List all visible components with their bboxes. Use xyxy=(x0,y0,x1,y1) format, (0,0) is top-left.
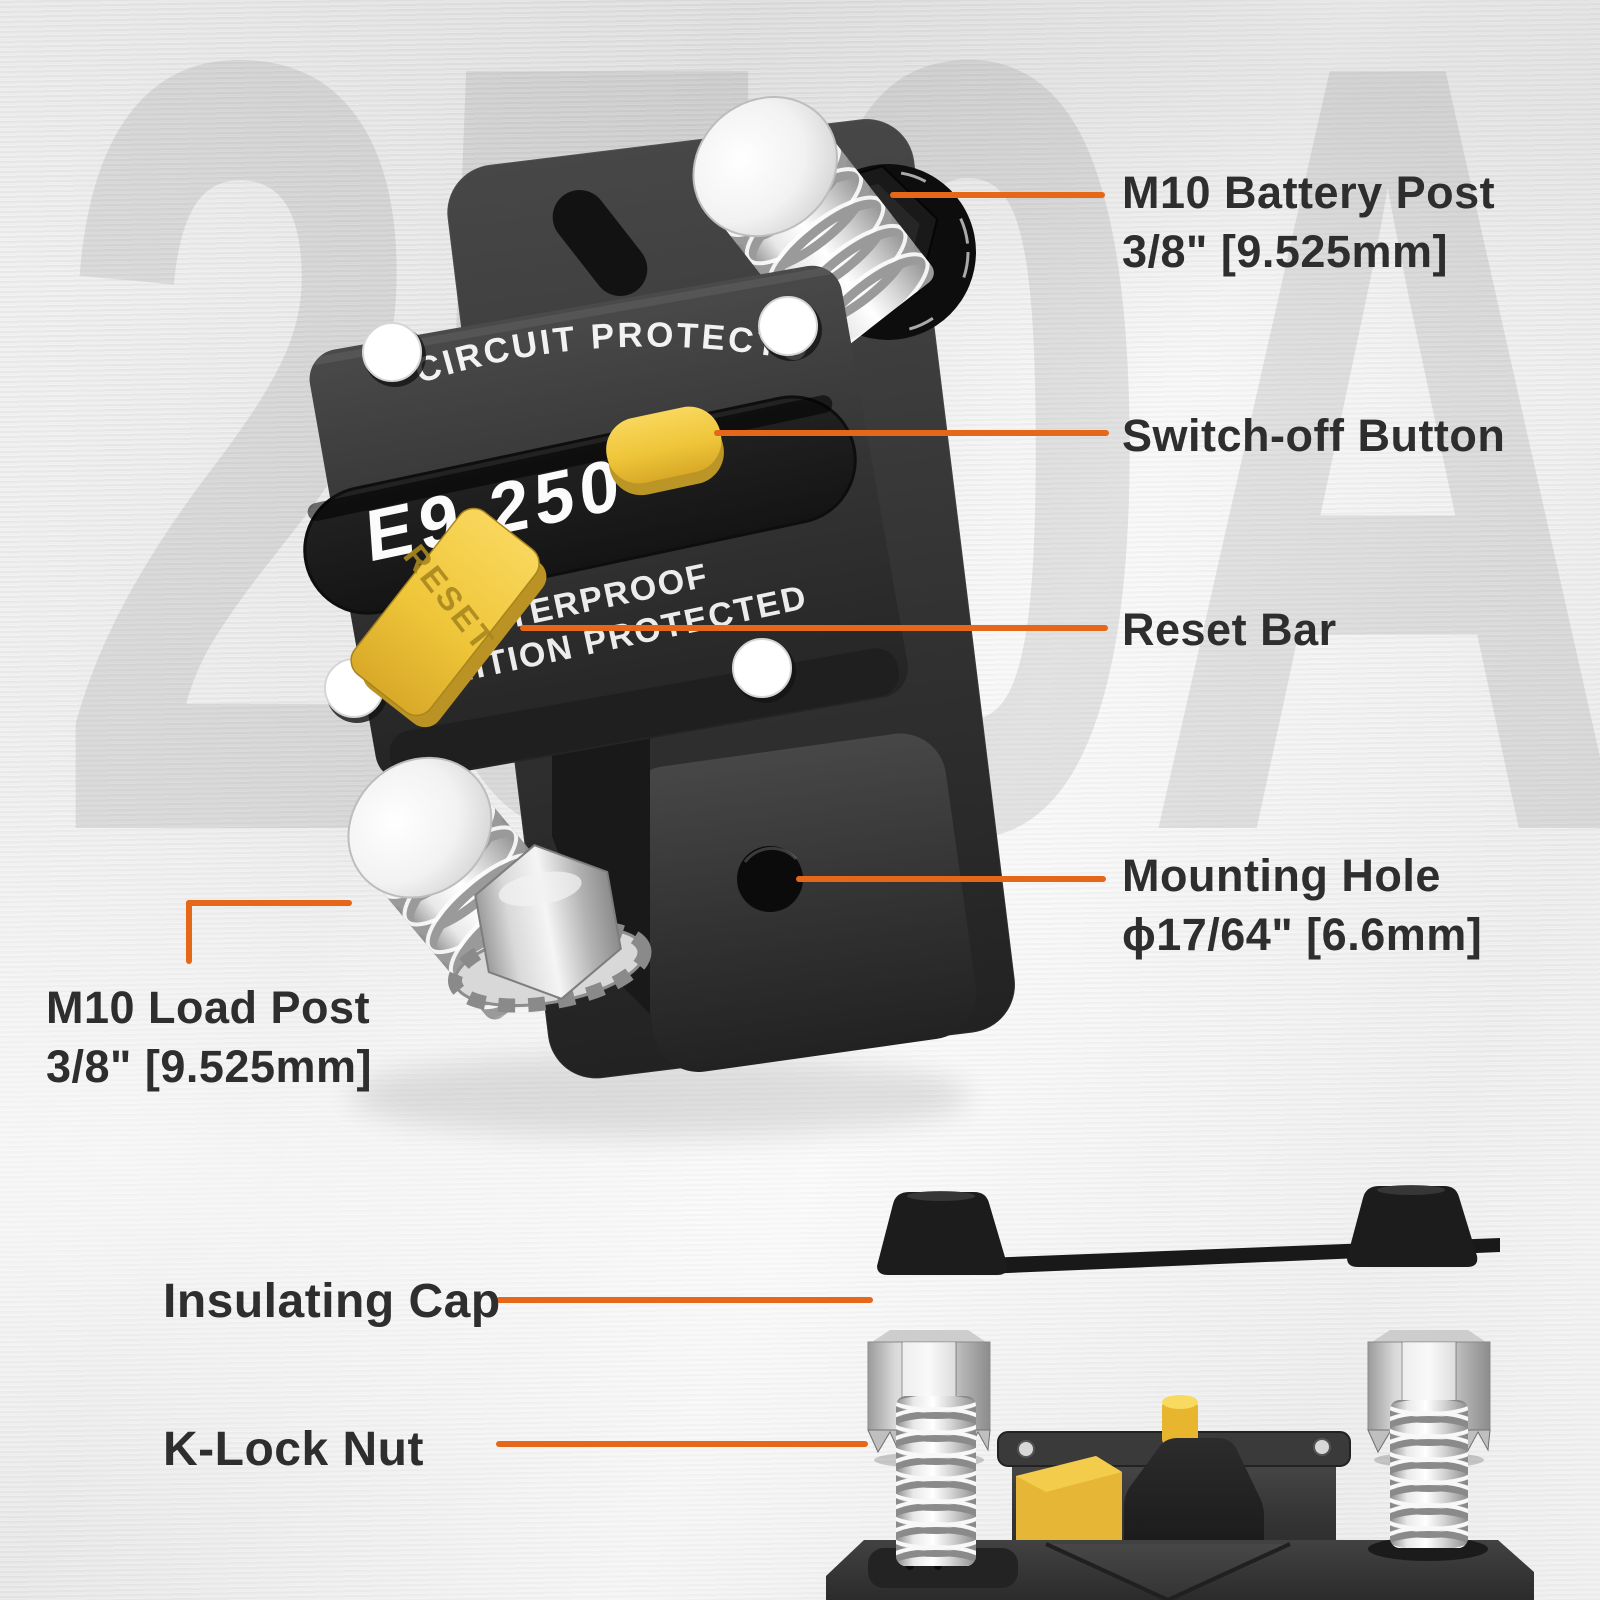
corner-screw-bottom-right xyxy=(732,638,796,703)
k-lock-nut-label: K-Lock Nut xyxy=(163,1420,424,1480)
battery-post-label: M10 Battery Post 3/8" [9.525mm] xyxy=(1122,163,1495,281)
leader-mounting-hole xyxy=(796,876,1106,882)
mounting-hole-highlight xyxy=(743,846,798,863)
insulating-cap-label-line1: Insulating Cap xyxy=(163,1275,501,1328)
insulating-cap-left xyxy=(877,1191,1008,1275)
terminal-stud-left xyxy=(896,1396,976,1566)
load-post-label-line1: M10 Load Post xyxy=(46,982,371,1033)
load-post-lock-nut xyxy=(447,844,652,1013)
load-post-label-line2: 3/8" [9.525mm] xyxy=(46,1041,372,1092)
mounting-hole-label: Mounting Hole ϕ17/64" [6.6mm] xyxy=(1122,846,1482,964)
mounting-hole xyxy=(737,846,803,912)
leader-switch-off xyxy=(714,430,1109,436)
leader-load-post-horizontal xyxy=(186,900,352,906)
reset-bar-label-line1: Reset Bar xyxy=(1122,604,1337,655)
bracket-slot-hole xyxy=(552,189,648,297)
switch-off-label: Switch-off Button xyxy=(1122,406,1505,465)
leader-load-post-vertical xyxy=(186,900,192,964)
lower-bracket xyxy=(622,733,977,1072)
corner-screw-top-left xyxy=(362,322,426,387)
insulating-cap-right xyxy=(1347,1185,1478,1267)
leader-battery-post xyxy=(890,192,1105,198)
body-top-highlight xyxy=(312,266,833,365)
main-shadow xyxy=(350,1054,970,1138)
insulating-cap-label: Insulating Cap xyxy=(163,1272,501,1332)
mounting-hole-label-line2: ϕ17/64" [6.6mm] xyxy=(1122,909,1483,960)
main-breaker-render: CIRCUIT PROTECTOR E9 250 xyxy=(0,0,1016,1138)
corner-screw-top-right xyxy=(758,296,822,361)
mounting-hole-label-line1: Mounting Hole xyxy=(1122,850,1441,901)
k-lock-nut-label-line1: K-Lock Nut xyxy=(163,1423,424,1476)
leader-insulating-cap xyxy=(496,1297,873,1303)
exploded-view-render xyxy=(826,1185,1534,1600)
reset-bar-side-view xyxy=(1016,1456,1122,1566)
reset-bar xyxy=(350,507,547,728)
battery-post-label-line2: 3/8" [9.525mm] xyxy=(1122,226,1448,277)
leader-reset-bar xyxy=(520,625,1108,631)
switch-off-button xyxy=(606,406,724,496)
terminal-stud-right xyxy=(1390,1400,1468,1548)
reset-bar-label: Reset Bar xyxy=(1122,600,1337,659)
battery-post-label-line1: M10 Battery Post xyxy=(1122,167,1496,218)
leader-k-lock-nut xyxy=(496,1441,868,1447)
switch-off-label-line1: Switch-off Button xyxy=(1122,410,1506,461)
load-post-label: M10 Load Post 3/8" [9.525mm] xyxy=(46,978,372,1096)
